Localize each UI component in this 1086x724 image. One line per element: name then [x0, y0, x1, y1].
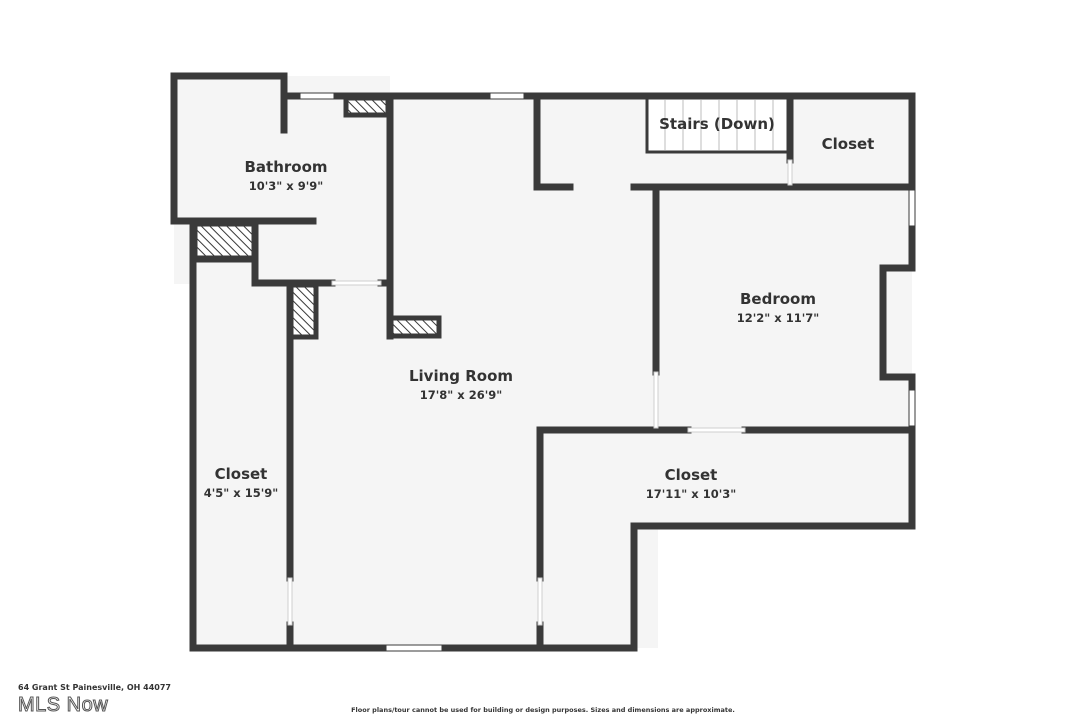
left-closet-floor — [193, 259, 290, 648]
bottom-closet-floor-lower — [539, 526, 634, 648]
bathroom-label: Bathroom — [244, 158, 327, 176]
living-room-label: Living Room — [409, 367, 513, 385]
door-opening — [653, 371, 659, 429]
window — [489, 92, 525, 100]
stairs — [645, 96, 791, 154]
room-labels: Bathroom 10'3" x 9'9" Stairs (Down) Clos… — [204, 115, 875, 501]
door-opening — [287, 577, 293, 626]
bathroom-dimensions: 10'3" x 9'9" — [249, 179, 323, 193]
wall — [170, 72, 288, 225]
wall — [630, 522, 916, 652]
window — [299, 92, 335, 100]
closet-bottom-label: Closet — [665, 466, 718, 484]
living-room-dimensions: 17'8" x 26'9" — [420, 388, 502, 402]
closet-left-dimensions: 4'5" x 15'9" — [204, 486, 278, 500]
door-openings — [287, 159, 793, 626]
floor-areas — [174, 76, 913, 648]
property-address: 64 Grant St Painesville, OH 44077 — [18, 683, 171, 692]
chases — [192, 95, 442, 340]
bedroom-floor — [656, 188, 912, 432]
stairs-outline — [645, 96, 791, 154]
chase-block — [388, 315, 442, 339]
closet-bottom-dimensions: 17'11" x 10'3" — [646, 487, 736, 501]
closet-left-label: Closet — [215, 465, 268, 483]
bedroom-label: Bedroom — [740, 290, 816, 308]
wall — [533, 92, 574, 191]
mls-watermark: MLS Now — [17, 694, 109, 717]
chase-block — [288, 282, 319, 340]
disclaimer-text: Floor plans/tour cannot be used for buil… — [351, 706, 735, 714]
window — [908, 389, 916, 427]
closet-top-label: Closet — [822, 135, 875, 153]
door-opening — [787, 159, 793, 186]
window — [385, 644, 443, 652]
door-opening — [331, 280, 382, 286]
bottom-closet-floor — [539, 430, 912, 526]
chase-block — [343, 95, 391, 118]
door-opening — [687, 427, 746, 433]
door-opening — [537, 577, 543, 626]
chase-block — [192, 221, 258, 263]
wall — [879, 222, 916, 394]
walls — [170, 72, 916, 652]
windows — [299, 92, 916, 652]
stairs-label: Stairs (Down) — [659, 115, 775, 133]
stair-treads — [664, 100, 774, 150]
bedroom-dimensions: 12'2" x 11'7" — [737, 311, 819, 325]
window — [908, 189, 916, 227]
